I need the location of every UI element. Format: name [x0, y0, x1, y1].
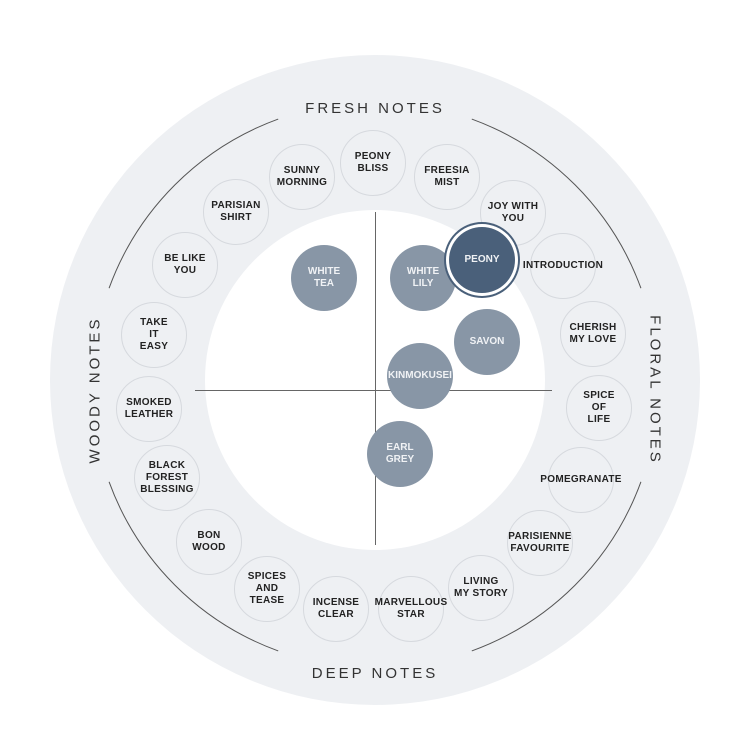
note-cherish-my-love[interactable]: CHERISH MY LOVE — [560, 301, 626, 367]
note-living-my-story[interactable]: LIVING MY STORY — [448, 555, 514, 621]
note-smoked-leather[interactable]: SMOKED LEATHER — [116, 376, 182, 442]
note-spices-and-tease[interactable]: SPICES AND TEASE — [234, 556, 300, 622]
note-sunny-morning[interactable]: SUNNY MORNING — [269, 144, 335, 210]
note-joy-with-you[interactable]: JOY WITH YOU — [480, 180, 546, 246]
note-take-it-easy[interactable]: TAKE IT EASY — [121, 302, 187, 368]
note-be-like-you[interactable]: BE LIKE YOU — [152, 232, 218, 298]
fragrance-kinmokusei[interactable]: KINMOKUSEI — [387, 343, 453, 409]
fragrance-savon[interactable]: SAVON — [454, 309, 520, 375]
note-peony-bliss[interactable]: PEONY BLISS — [340, 130, 406, 196]
fragrance-white-tea[interactable]: WHITE TEA — [291, 245, 357, 311]
vertical-axis — [375, 212, 376, 545]
fragrance-earl-grey[interactable]: EARL GREY — [367, 421, 433, 487]
fragrance-white-lily[interactable]: WHITE LILY — [390, 245, 456, 311]
note-spice-of-life[interactable]: SPICE OF LIFE — [566, 375, 632, 441]
category-fresh-notes: FRESH NOTES — [305, 100, 445, 117]
category-floral-notes: FLORAL NOTES — [646, 315, 664, 465]
fragrance-peony-selected[interactable]: PEONY — [449, 227, 515, 293]
category-arc — [108, 481, 279, 652]
note-black-forest-blessing[interactable]: BLACK FOREST BLESSING — [134, 445, 200, 511]
category-deep-notes: DEEP NOTES — [311, 665, 439, 682]
note-pomegranate[interactable]: POMEGRANATE — [540, 447, 621, 513]
category-arc — [471, 481, 642, 652]
category-arc — [108, 118, 279, 289]
note-introduction[interactable]: INTRODUCTION — [523, 233, 603, 299]
note-parisienne-favourite[interactable]: PARISIENNE FAVOURITE — [507, 510, 573, 576]
note-freesia-mist[interactable]: FREESIA MIST — [414, 144, 480, 210]
horizontal-axis — [195, 390, 552, 391]
note-bon-wood[interactable]: BON WOOD — [176, 509, 242, 575]
note-parisian-shirt[interactable]: PARISIAN SHIRT — [203, 179, 269, 245]
category-arc — [471, 118, 642, 289]
category-woody-notes: WOODY NOTES — [86, 316, 104, 464]
note-marvellous-star[interactable]: MARVELLOUS STAR — [375, 576, 447, 642]
note-incense-clear[interactable]: INCENSE CLEAR — [303, 576, 369, 642]
